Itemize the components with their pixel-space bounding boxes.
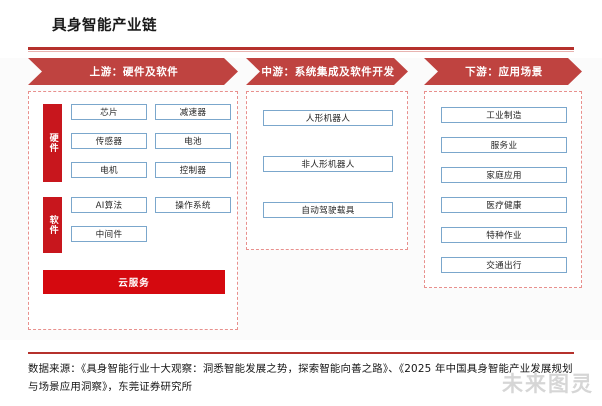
item-box-chip[interactable]: 芯片 xyxy=(71,104,147,120)
group-label-hardware: 硬件 xyxy=(43,104,62,182)
banner-midstream: 中游：系统集成及软件开发 xyxy=(246,58,408,85)
item-box-industrial-manufacturing[interactable]: 工业制造 xyxy=(441,107,567,123)
item-box-operating-system[interactable]: 操作系统 xyxy=(155,197,231,213)
column-downstream: 下游：应用场景 工业制造 服务业 家庭应用 医疗健康 特种作业 交通出行 xyxy=(424,58,582,288)
title-divider-thin xyxy=(28,51,574,52)
item-box-autonomous-vehicle[interactable]: 自动驾驶载具 xyxy=(263,202,393,218)
item-box-reducer[interactable]: 减速器 xyxy=(155,104,231,120)
item-box-transportation[interactable]: 交通出行 xyxy=(441,257,567,273)
panel-downstream: 工业制造 服务业 家庭应用 医疗健康 特种作业 交通出行 xyxy=(424,91,582,288)
footer-source-text: 数据来源：《具身智能行业十大观察：洞悉智能发展之势，探索智能向善之路》、《202… xyxy=(28,363,573,394)
item-box-middleware[interactable]: 中间件 xyxy=(71,226,147,242)
footer-divider xyxy=(28,352,574,354)
diagram-area: 上游：硬件及软件 硬件 芯片 减速器 传感器 电池 电机 控制器 软件 AI算法… xyxy=(0,58,602,340)
panel-midstream: 人形机器人 非人形机器人 自动驾驶载具 xyxy=(246,91,408,250)
banner-downstream: 下游：应用场景 xyxy=(424,58,582,85)
item-box-battery[interactable]: 电池 xyxy=(155,133,231,149)
item-box-special-operations[interactable]: 特种作业 xyxy=(441,227,567,243)
title-divider xyxy=(28,47,574,50)
panel-upstream: 硬件 芯片 减速器 传感器 电池 电机 控制器 软件 AI算法 操作系统 中间件… xyxy=(28,91,238,330)
group-label-software-text: 软件 xyxy=(47,215,58,235)
column-upstream: 上游：硬件及软件 硬件 芯片 减速器 传感器 电池 电机 控制器 软件 AI算法… xyxy=(28,58,238,330)
item-box-ai-algorithm[interactable]: AI算法 xyxy=(71,197,147,213)
item-box-medical-health[interactable]: 医疗健康 xyxy=(441,197,567,213)
item-box-home-application[interactable]: 家庭应用 xyxy=(441,167,567,183)
item-box-humanoid-robot[interactable]: 人形机器人 xyxy=(263,110,393,126)
item-box-non-humanoid-robot[interactable]: 非人形机器人 xyxy=(263,156,393,172)
item-bar-cloud-service[interactable]: 云服务 xyxy=(43,270,225,294)
group-label-software: 软件 xyxy=(43,197,62,253)
item-box-controller[interactable]: 控制器 xyxy=(155,162,231,178)
item-box-motor[interactable]: 电机 xyxy=(71,162,147,178)
column-midstream: 中游：系统集成及软件开发 人形机器人 非人形机器人 自动驾驶载具 xyxy=(246,58,408,250)
banner-upstream: 上游：硬件及软件 xyxy=(28,58,238,85)
item-box-service-industry[interactable]: 服务业 xyxy=(441,137,567,153)
item-box-sensor[interactable]: 传感器 xyxy=(71,133,147,149)
page-title: 具身智能产业链 xyxy=(52,18,157,34)
group-label-hardware-text: 硬件 xyxy=(47,133,58,153)
